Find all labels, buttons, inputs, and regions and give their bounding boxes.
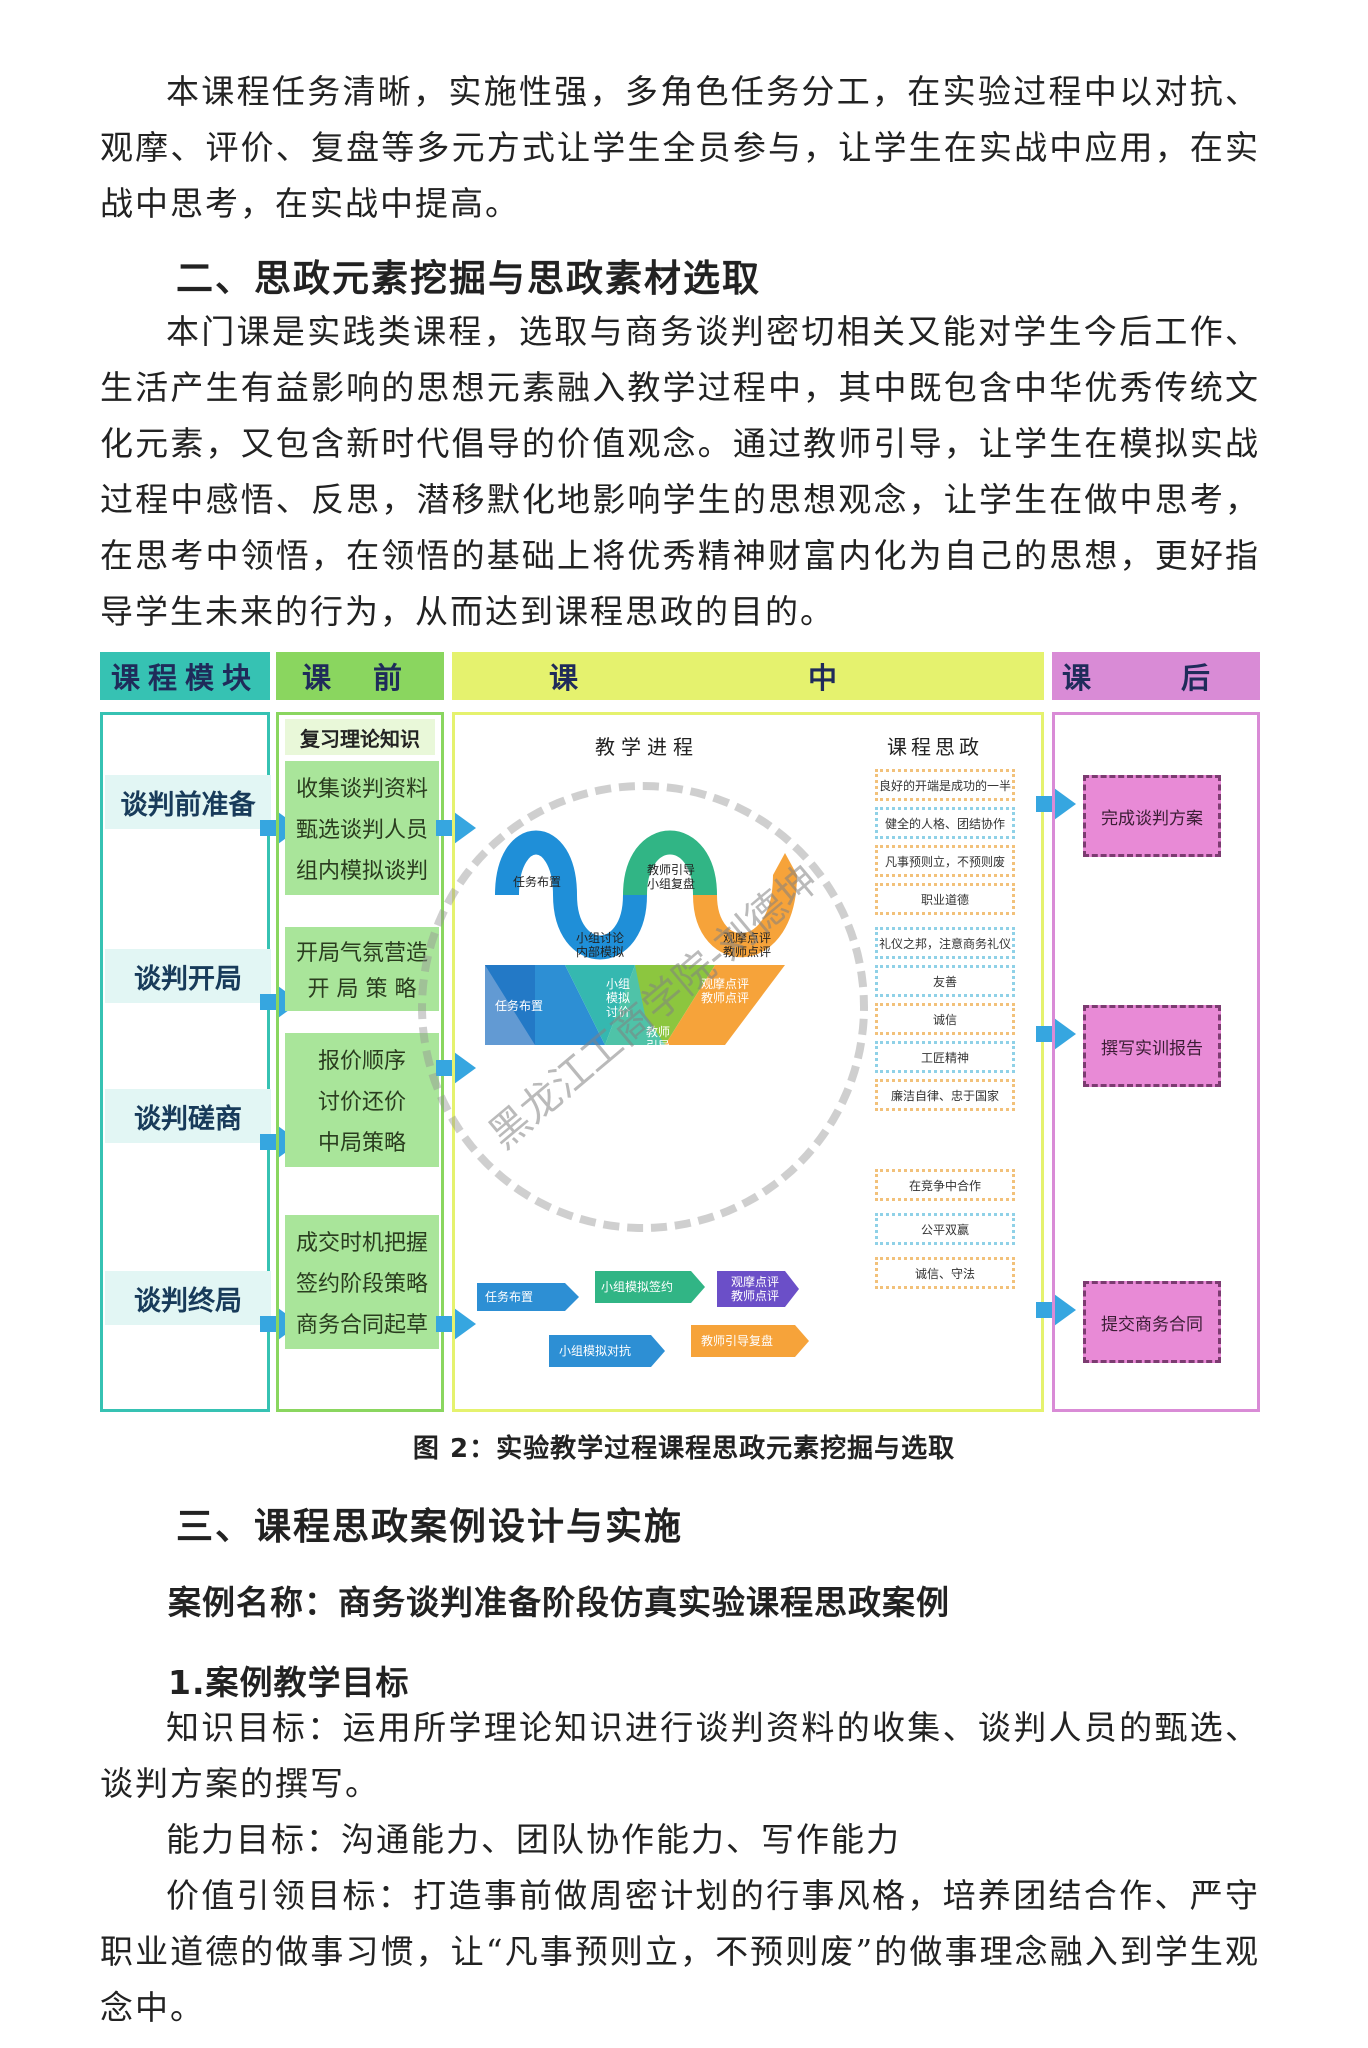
arrow-right-icon (436, 1308, 476, 1340)
pre-item: 报价顺序 (317, 1049, 406, 1075)
ideology-item: 凡事预则立，不预则废 (875, 845, 1015, 877)
stage-prep: 谈判前准备 (105, 775, 271, 829)
final-label: 教师引导复盘 (701, 1334, 774, 1348)
pre-item: 讨价还价 (317, 1089, 406, 1115)
pre-item: 签约阶段策略 (295, 1271, 428, 1297)
ideology-item: 友善 (875, 965, 1015, 997)
pre-item: 中局策略 (317, 1130, 406, 1156)
pre-item: 开局气氛营造 (295, 941, 428, 966)
section-2-title: 二、思政元素挖掘与思政素材选取 (176, 257, 761, 300)
goal-knowledge: 知识目标：运用所学理论知识进行谈判资料的收集、谈判人员的甄选、谈判方案的撰写。 (100, 1708, 1260, 1803)
paragraph-1: 本课程任务清晰，实施性强，多角色任务分工，在实验过程中以对抗、观摩、评价、复盘等… (100, 72, 1260, 223)
final-label: 观摩点评 教师点评 (730, 1275, 779, 1303)
stage-bargain: 谈判磋商 (105, 1089, 271, 1143)
ideology-item: 健全的人格、团结协作 (875, 807, 1015, 839)
goal-ability: 能力目标：沟通能力、团队协作能力、写作能力 (166, 1820, 901, 1859)
final-label: 小组模拟签约 (601, 1280, 674, 1294)
case-name: 案例名称：商务谈判准备阶段仿真实验课程思政案例 (168, 1583, 950, 1622)
ideology-item: 诚信、守法 (875, 1257, 1015, 1289)
ideology-item: 工匠精神 (875, 1041, 1015, 1073)
pre-box-bargain: 报价顺序 讨价还价 中局策略 (285, 1033, 439, 1167)
post-item: 完成谈判方案 (1083, 775, 1221, 857)
stage-opening: 谈判开局 (105, 949, 271, 1003)
ideology-item: 公平双赢 (875, 1213, 1015, 1245)
post-item: 提交商务合同 (1083, 1281, 1221, 1363)
pre-item: 开 局 策 略 (307, 977, 417, 1002)
ideology-list: 良好的开端是成功的一半 健全的人格、团结协作 凡事预则立，不预则废 职业道德 礼… (875, 769, 1025, 1409)
header-mid: 课 中 (452, 652, 1044, 700)
arrow-right-icon (1036, 788, 1076, 820)
stage-closing: 谈判终局 (105, 1271, 271, 1325)
ideology-item: 职业道德 (875, 883, 1015, 915)
course-ideology-diagram: 课程模块 课 前 课 中 课 后 谈判前准备 谈判开局 谈判磋商 谈判终局 复习… (100, 652, 1262, 1416)
pre-item: 组内模拟谈判 (295, 858, 428, 884)
watermark-text: 黑龙江工商学院-刘德坤 (480, 856, 828, 1159)
arrow-right-icon (1036, 1018, 1076, 1050)
pre-title: 复习理论知识 (285, 719, 435, 755)
post-column: 完成谈判方案 撰写实训报告 提交商务合同 (1052, 712, 1260, 1412)
post-item: 撰写实训报告 (1083, 1005, 1221, 1087)
ideology-item: 诚信 (875, 1003, 1015, 1035)
header-module: 课程模块 (100, 652, 270, 700)
ideology-item: 在竞争中合作 (875, 1169, 1015, 1201)
pre-item: 收集谈判资料 (295, 777, 428, 803)
pre-column: 复习理论知识 收集谈判资料 甄选谈判人员 组内模拟谈判 开局气氛营造 开 局 策… (276, 712, 444, 1412)
goal-value: 价值引领目标：打造事前做周密计划的行事风格，培养团结合作、严守职业道德的做事习惯… (100, 1876, 1260, 2027)
arrow-right-icon (1036, 1294, 1076, 1326)
pre-box-opening: 开局气氛营造 开 局 策 略 (285, 927, 439, 1011)
pre-item: 商务合同起草 (295, 1312, 428, 1338)
header-post: 课 后 (1052, 652, 1260, 700)
pre-box-prep: 收集谈判资料 甄选谈判人员 组内模拟谈判 (285, 761, 439, 895)
section-3-title: 三、课程思政案例设计与实施 (176, 1505, 683, 1548)
ideology-subtitle: 课程思政 (887, 735, 983, 759)
pre-item: 甄选谈判人员 (295, 817, 428, 843)
ideology-item: 廉洁自律、忠于国家 (875, 1079, 1015, 1111)
final-label: 小组模拟对抗 (559, 1344, 632, 1358)
header-pre: 课 前 (276, 652, 444, 700)
ideology-item: 良好的开端是成功的一半 (875, 769, 1015, 801)
watermark-stamp: 黑龙江工商学院-刘德坤 (418, 782, 868, 1232)
pre-item: 成交时机把握 (295, 1231, 428, 1257)
module-column: 谈判前准备 谈判开局 谈判磋商 谈判终局 (100, 712, 271, 1412)
arrow-right-icon (436, 812, 476, 844)
paragraph-2: 本门课是实践类课程，选取与商务谈判密切相关又能对学生今后工作、生活产生有益影响的… (100, 312, 1260, 631)
figure-caption: 图 2：实验教学过程课程思政元素挖掘与选取 (412, 1434, 956, 1464)
ideology-item: 礼仪之邦，注意商务礼仪 (875, 927, 1015, 959)
process-subtitle: 教学进程 (595, 735, 699, 759)
pre-box-closing: 成交时机把握 签约阶段策略 商务合同起草 (285, 1215, 439, 1349)
final-label: 任务布置 (485, 1290, 534, 1304)
subsection-1-title: 1.案例教学目标 (168, 1663, 410, 1702)
